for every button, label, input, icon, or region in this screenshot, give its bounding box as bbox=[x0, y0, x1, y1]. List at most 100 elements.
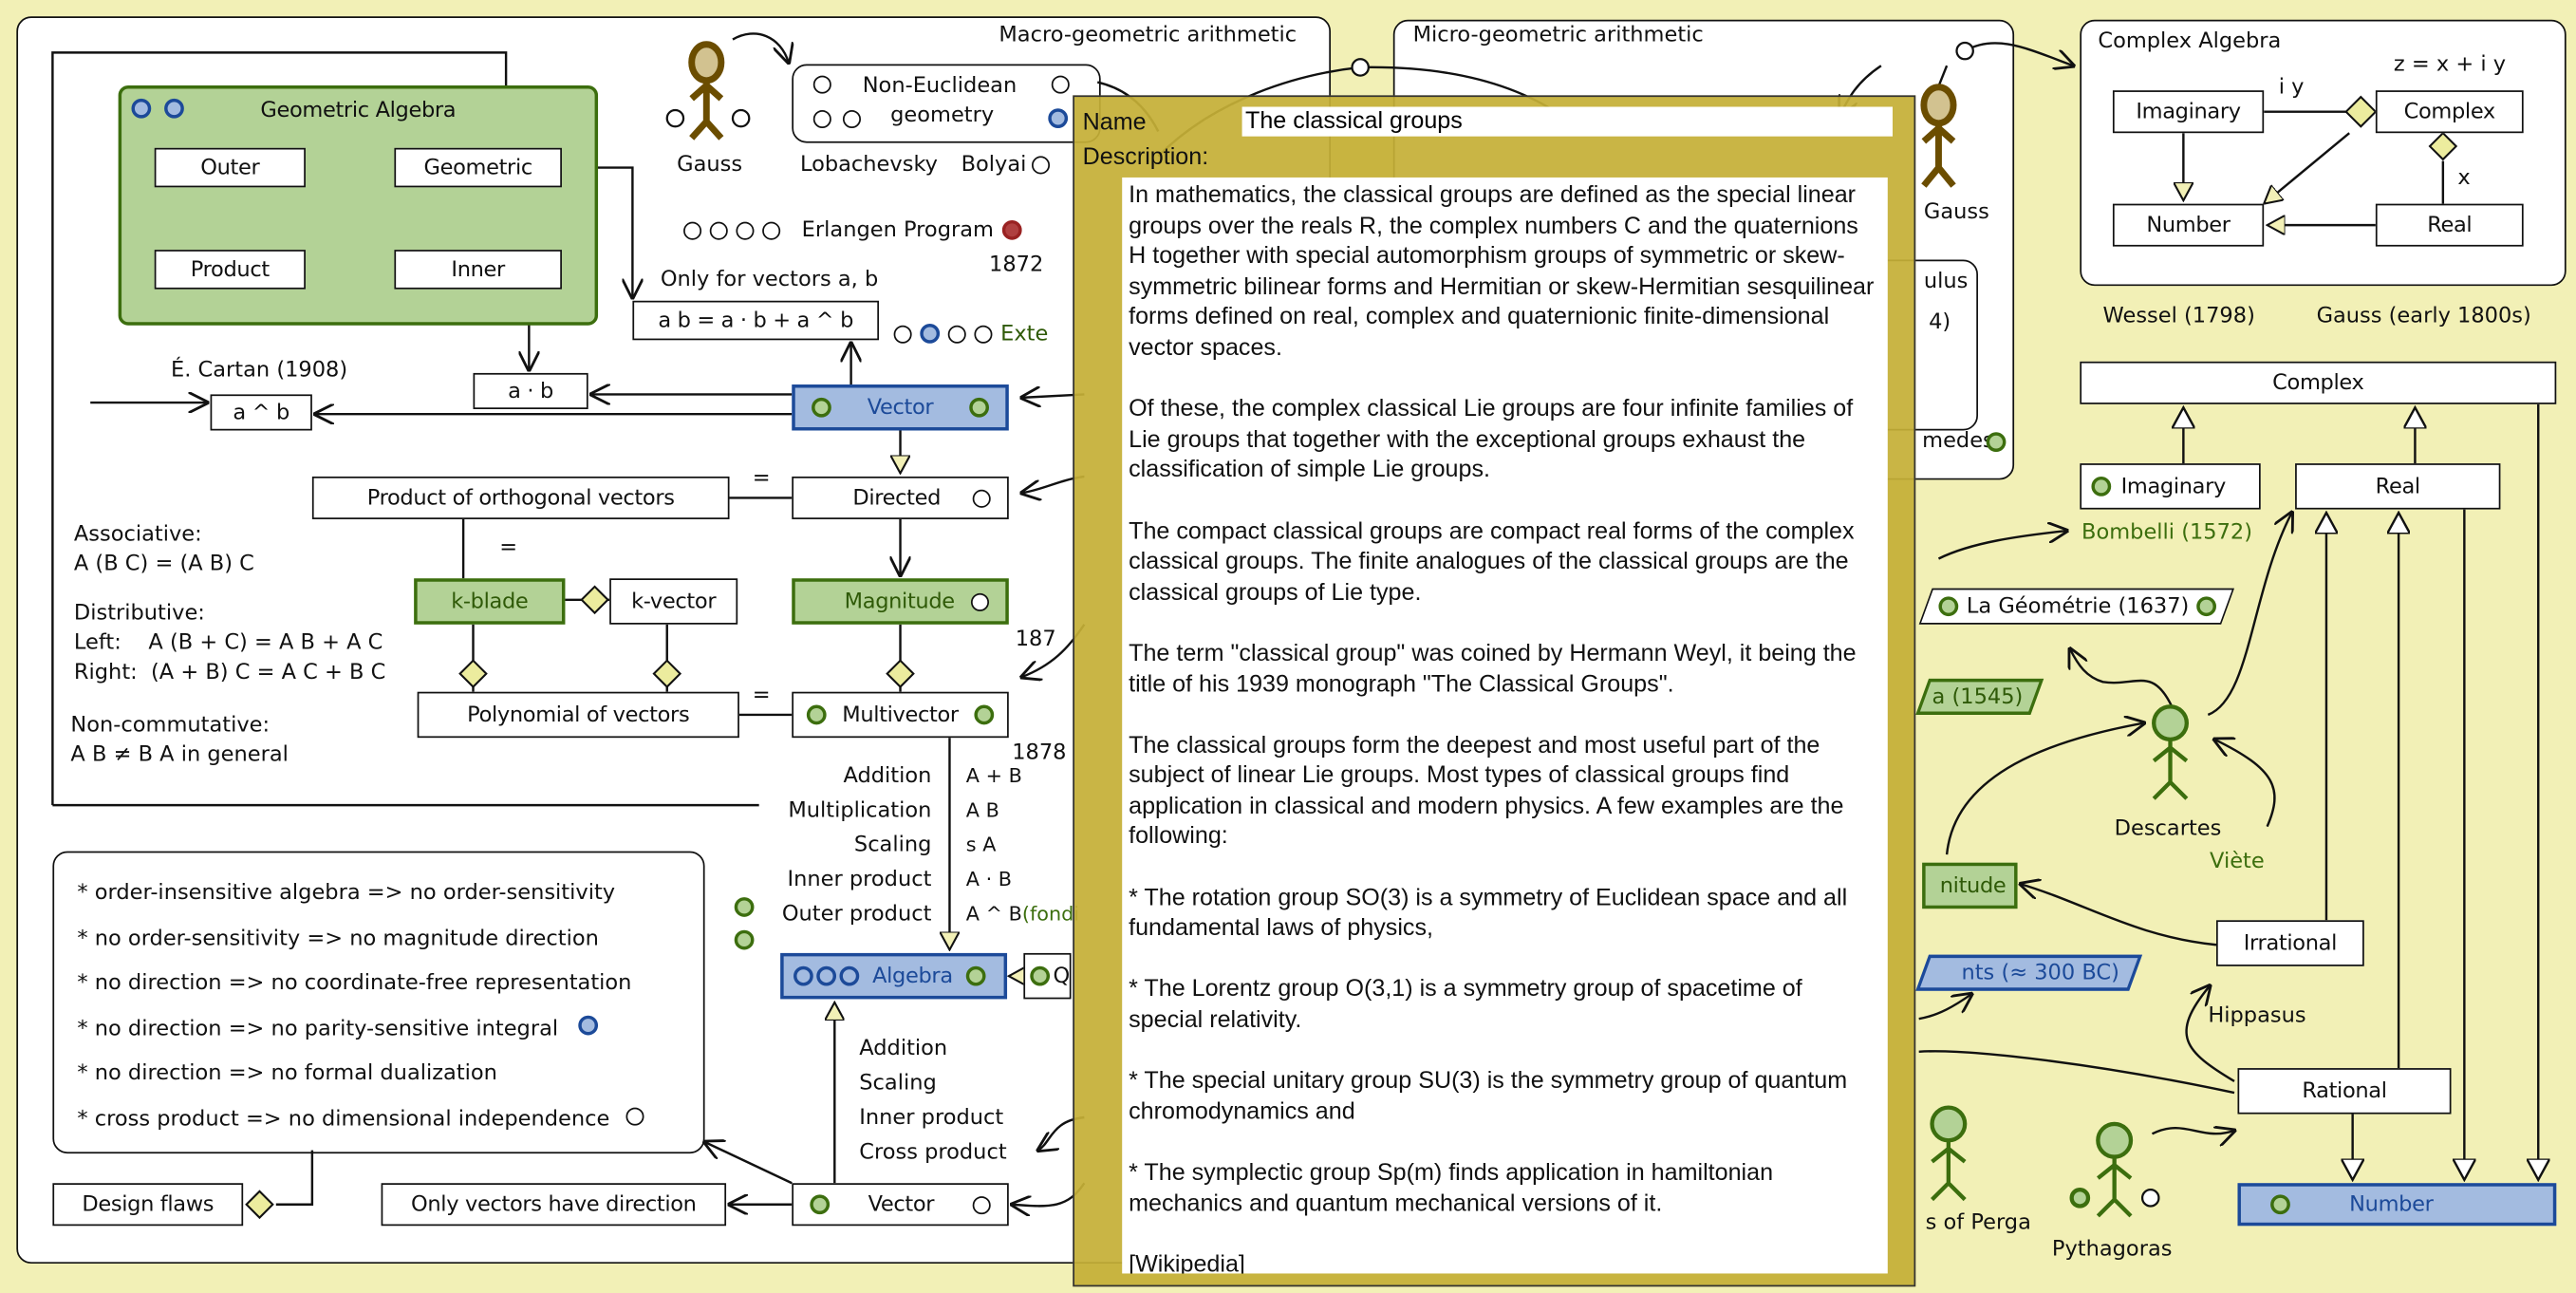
magnitude-label: Magnitude bbox=[844, 589, 955, 614]
port-circle-icon bbox=[1938, 596, 1959, 617]
imaginary-label: Imaginary bbox=[2120, 474, 2227, 499]
irrational-node[interactable]: Irrational bbox=[2215, 920, 2364, 966]
dot-node[interactable]: a · b bbox=[473, 372, 588, 409]
magnitude-history-node[interactable]: nitude bbox=[1922, 862, 2018, 909]
port-circle-icon bbox=[734, 929, 755, 950]
only-for-vectors-label: Only for vectors a, b bbox=[660, 268, 879, 293]
gauss-label: Gauss bbox=[677, 152, 743, 178]
op-note: (fondi bbox=[1021, 902, 1080, 926]
year-1878: 1878 bbox=[1012, 740, 1067, 766]
inner-node[interactable]: Inner bbox=[394, 250, 562, 290]
calculus-year-node[interactable]: 4) bbox=[1919, 304, 1975, 340]
non-euclidean-label: Non-Euclidean bbox=[862, 73, 1017, 99]
erlangen-program-node[interactable]: Erlangen Program bbox=[661, 211, 1065, 251]
algebra-neighbor-node[interactable]: Q bbox=[1023, 952, 1072, 1000]
macro-panel-title: Macro-geometric arithmetic bbox=[999, 23, 1297, 48]
gauss-early-label: Gauss (early 1800s) bbox=[2316, 304, 2531, 329]
port-circle-icon bbox=[812, 75, 831, 94]
design-flaws-node[interactable]: Design flaws bbox=[52, 1183, 244, 1227]
extension-label: Exte bbox=[1000, 321, 1049, 347]
port-circle-icon bbox=[947, 324, 966, 343]
vector-node[interactable]: Vector bbox=[792, 384, 1009, 431]
extension-node[interactable]: Exte bbox=[870, 315, 1064, 351]
port-circle-icon bbox=[972, 488, 991, 507]
vector-bottom-node[interactable]: Vector bbox=[792, 1183, 1009, 1227]
op-expr: A · B bbox=[965, 867, 1013, 891]
outer-node[interactable]: Outer bbox=[154, 147, 306, 188]
iy-label: i y bbox=[2278, 75, 2305, 101]
hippasus-label: Hippasus bbox=[2208, 1003, 2306, 1029]
ca-complex-node[interactable]: Complex bbox=[2375, 90, 2524, 134]
la-geometrie-label: La Géométrie (1637) bbox=[1966, 593, 2190, 619]
complex-algebra-title: Complex Algebra bbox=[2098, 29, 2282, 55]
directed-node[interactable]: Directed bbox=[792, 476, 1009, 519]
concept-editor-dialog[interactable]: Name Description: In mathematics, the cl… bbox=[1073, 95, 1916, 1287]
micro-gauss-label: Gauss bbox=[1923, 200, 1989, 226]
red-port-circle-icon bbox=[1001, 219, 1022, 240]
op-name: Scaling bbox=[853, 833, 932, 858]
multivector-node[interactable]: Multivector bbox=[792, 691, 1009, 739]
rational-node[interactable]: Rational bbox=[2237, 1068, 2452, 1115]
flaw-item: * no direction => no parity-sensitive in… bbox=[77, 1016, 559, 1041]
ars-magna-node[interactable]: a (1545) bbox=[1922, 679, 2037, 715]
ca-number-node[interactable]: Number bbox=[2112, 203, 2265, 247]
k-blade-node[interactable]: k-blade bbox=[414, 578, 566, 625]
port-circle-icon bbox=[893, 324, 912, 343]
bolyai-label: Bolyai bbox=[961, 152, 1027, 178]
ca-real-node[interactable]: Real bbox=[2375, 203, 2524, 247]
product-orthogonal-node[interactable]: Product of orthogonal vectors bbox=[311, 476, 730, 519]
gauss-micro-person-icon bbox=[1920, 84, 1957, 188]
elements-node[interactable]: nts (≈ 300 BC) bbox=[1922, 955, 2136, 991]
la-geometrie-node[interactable]: La Géométrie (1637) bbox=[1926, 589, 2228, 625]
ca-imaginary-node[interactable]: Imaginary bbox=[2112, 90, 2265, 134]
equals-label: = bbox=[752, 466, 771, 492]
port-circle-icon bbox=[806, 704, 827, 725]
op-expr: A B bbox=[965, 798, 999, 822]
calculus-partial-label: ulus bbox=[1923, 269, 1969, 294]
algebra-node[interactable]: Algebra bbox=[780, 952, 1008, 1000]
flaw-item: * no direction => no coordinate-free rep… bbox=[77, 970, 632, 996]
multivector-op-exprs: A + B A B s A A · B A ^ B(fondi bbox=[966, 759, 1079, 932]
description-textarea[interactable]: In mathematics, the classical groups are… bbox=[1122, 177, 1888, 1274]
wessel-label: Wessel (1798) bbox=[2102, 304, 2255, 329]
only-vectors-direction-node[interactable]: Only vectors have direction bbox=[381, 1183, 727, 1227]
product-node[interactable]: Product bbox=[154, 250, 306, 290]
name-input[interactable] bbox=[1241, 106, 1893, 137]
algebra-label: Algebra bbox=[872, 964, 953, 989]
port-circle-icon bbox=[2270, 1194, 2290, 1215]
geometric-product-formula-node[interactable]: a b = a · b + a ^ b bbox=[632, 300, 880, 341]
port-circle-icon bbox=[816, 965, 837, 986]
k-vector-node[interactable]: k-vector bbox=[609, 578, 738, 625]
magnitude-node[interactable]: Magnitude bbox=[792, 578, 1009, 625]
design-flaws-list: * order-insensitive algebra => no order-… bbox=[77, 871, 644, 1142]
port-circle-icon bbox=[2196, 596, 2217, 617]
distributive-left: Left: A (B + C) = A B + A C bbox=[73, 630, 383, 656]
imaginary-node[interactable]: Imaginary bbox=[2080, 463, 2261, 510]
ars-magna-label: a (1545) bbox=[1932, 684, 2024, 709]
flaw-item: * cross product => no dimensional indepe… bbox=[77, 1106, 610, 1132]
port-circle-icon bbox=[965, 965, 986, 986]
description-label: Description: bbox=[1082, 144, 1209, 172]
real-node[interactable]: Real bbox=[2295, 463, 2501, 510]
non-euclidean-box[interactable] bbox=[792, 64, 1101, 143]
port-circle-icon bbox=[1030, 965, 1051, 986]
geometric-algebra-group[interactable]: Geometric Algebra bbox=[118, 85, 599, 326]
geometric-node[interactable]: Geometric bbox=[394, 147, 562, 188]
archimedes-partial-label: medes bbox=[1922, 428, 1994, 454]
vector-bottom-label: Vector bbox=[868, 1191, 935, 1217]
port-circle-icon bbox=[1986, 432, 2007, 452]
number-node[interactable]: Number bbox=[2237, 1183, 2557, 1227]
associative-eq: A (B C) = (A B) C bbox=[73, 552, 254, 577]
port-circle-icon bbox=[164, 98, 184, 119]
port-circle-icon bbox=[972, 1195, 991, 1214]
apollonius-label: s of Perga bbox=[1925, 1210, 2031, 1236]
apollonius-person-icon bbox=[1930, 1105, 1968, 1202]
wedge-node[interactable]: a ^ b bbox=[210, 394, 312, 431]
port-circle-icon bbox=[762, 220, 781, 239]
polynomial-node[interactable]: Polynomial of vectors bbox=[417, 691, 739, 739]
gauss-person-icon bbox=[688, 41, 725, 141]
number-label: Number bbox=[2349, 1191, 2434, 1217]
port-circle-icon bbox=[2091, 476, 2112, 497]
port-circle-icon bbox=[969, 397, 989, 418]
complex-node[interactable]: Complex bbox=[2080, 361, 2557, 404]
